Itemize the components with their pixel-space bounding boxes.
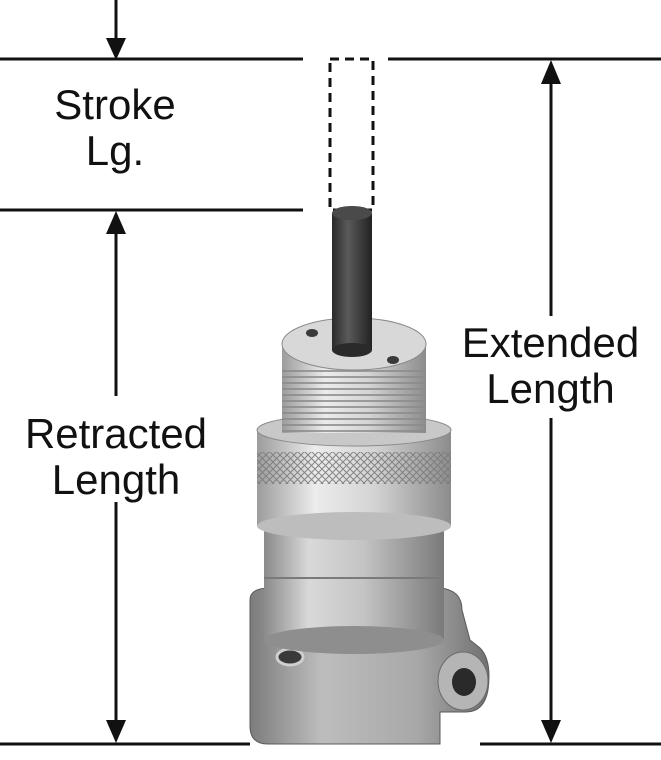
head-hole-right [387, 356, 399, 364]
collar-bottom [257, 512, 451, 540]
cylinder-image [249, 206, 490, 745]
arrowheads [106, 38, 561, 743]
stroke-label-line2: Lg. [85, 127, 145, 174]
retracted-length-label: Retracted Length [0, 411, 232, 503]
extended-arrowhead-bottom [541, 720, 561, 743]
stroke-arrowhead [106, 38, 126, 60]
head-hole-left [306, 329, 318, 337]
knurled-band [257, 452, 451, 484]
base-mount-hole [275, 647, 305, 667]
side-port-hole [452, 668, 476, 696]
plunger-base [332, 343, 372, 357]
extended-label-line2: Length [486, 365, 615, 412]
plunger-tip [332, 206, 372, 220]
retracted-label-line2: Length [51, 456, 181, 503]
extended-length-label: Extended Length [440, 320, 661, 412]
extended-plunger-outline [328, 57, 375, 212]
plunger-rod [332, 213, 372, 350]
retracted-arrowhead-bottom [106, 720, 126, 743]
retracted-label-line1: Retracted [24, 410, 208, 457]
extended-label-line1: Extended [461, 319, 640, 366]
extended-arrowhead-top [541, 60, 561, 84]
retracted-arrowhead-top [106, 211, 126, 234]
thread-lines [282, 368, 426, 432]
lower-body-bottom [264, 626, 444, 654]
stroke-length-label: Stroke Lg. [20, 82, 210, 174]
stroke-label-line1: Stroke [54, 81, 176, 128]
